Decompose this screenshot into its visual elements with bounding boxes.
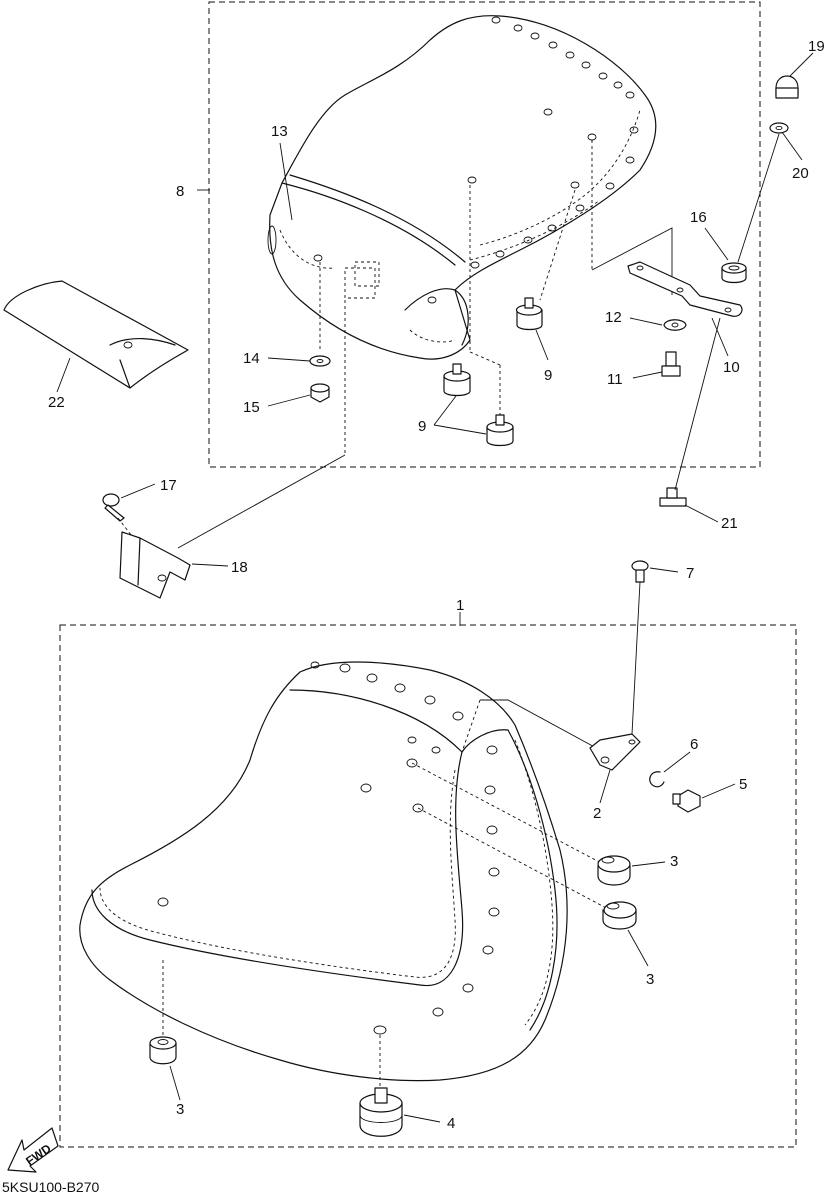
damper-3-right-lower <box>602 901 637 930</box>
clip-12 <box>663 319 687 331</box>
bracket-10 <box>627 261 743 317</box>
leader-13 <box>279 142 293 221</box>
callout-19: 19 <box>808 38 825 55</box>
callout-22: 22 <box>48 394 65 411</box>
cap-nut-19 <box>775 75 799 99</box>
damper-3-left <box>149 1036 177 1065</box>
callout-9-a: 9 <box>544 367 552 384</box>
callout-3-a: 3 <box>670 853 678 870</box>
callout-14: 14 <box>243 350 260 367</box>
clip-6 <box>649 771 665 788</box>
bolt-5 <box>672 789 701 813</box>
callout-2: 2 <box>593 805 601 822</box>
callout-labels: 1 2 3 3 3 4 5 6 7 8 9 9 10 11 12 13 14 1… <box>48 38 825 1132</box>
nut-15 <box>310 383 330 403</box>
rear-seat-group-box <box>208 1 761 468</box>
damper-4 <box>359 1087 403 1137</box>
diagram-code: 5KSU100-B270 <box>2 1179 100 1195</box>
callout-18: 18 <box>231 559 248 576</box>
callout-10: 10 <box>723 359 740 376</box>
bolt-7 <box>631 560 649 583</box>
bracket-18 <box>119 531 191 599</box>
bolt-17 <box>102 493 125 522</box>
grommet-16 <box>721 262 747 284</box>
damper-9-middle <box>443 363 471 397</box>
front-seat-part-1 <box>79 661 568 1082</box>
bolt-11 <box>661 351 681 377</box>
callout-16: 16 <box>690 209 707 226</box>
callout-13: 13 <box>271 123 288 140</box>
centerline-rear-mount-b <box>539 189 576 301</box>
callout-7: 7 <box>686 565 694 582</box>
callout-20: 20 <box>792 165 809 182</box>
callout-3-c: 3 <box>176 1101 184 1118</box>
callout-8: 8 <box>176 183 184 200</box>
callout-11: 11 <box>607 371 623 388</box>
washer-14 <box>309 355 331 367</box>
front-seat-group-box <box>59 624 797 1148</box>
damper-9-lower <box>486 414 514 447</box>
callout-12: 12 <box>605 309 622 326</box>
damper-9-upper <box>515 297 543 331</box>
callout-5: 5 <box>739 776 747 793</box>
screw-21 <box>659 487 687 507</box>
callout-9-b: 9 <box>418 418 426 435</box>
fwd-arrow-icon: FWD <box>7 1127 59 1173</box>
callout-1: 1 <box>456 597 464 614</box>
callout-3-b: 3 <box>646 971 654 988</box>
callout-17: 17 <box>160 477 177 494</box>
plate-22 <box>3 280 189 389</box>
damper-3-right-upper <box>597 855 631 886</box>
callout-4: 4 <box>447 1115 455 1132</box>
callout-21: 21 <box>721 515 738 532</box>
callout-6: 6 <box>690 736 698 753</box>
callout-15: 15 <box>243 399 260 416</box>
washer-20 <box>769 122 789 134</box>
bracket-2 <box>589 733 641 771</box>
rear-seat-part-8 <box>267 15 657 360</box>
